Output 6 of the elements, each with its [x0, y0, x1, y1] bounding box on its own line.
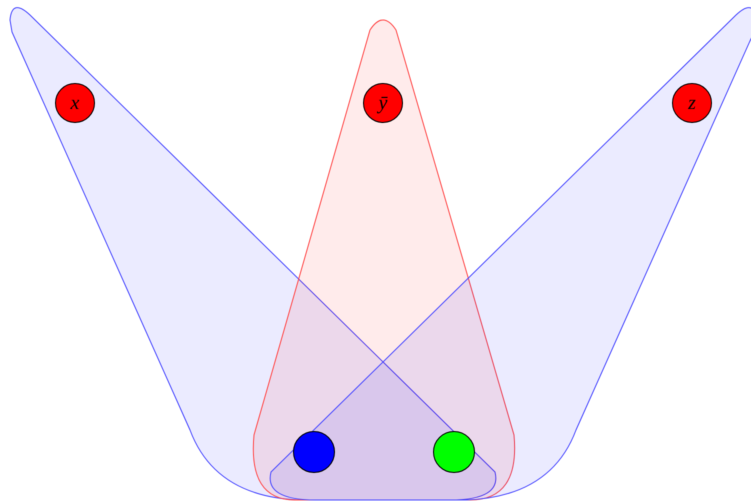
vertex-label: ȳ [378, 93, 388, 113]
vertex-label: x [70, 93, 80, 113]
vertex-circle [672, 83, 712, 123]
vertex-circle [363, 83, 403, 123]
vertex-label: z [688, 93, 696, 113]
vertex-circle [55, 83, 95, 123]
